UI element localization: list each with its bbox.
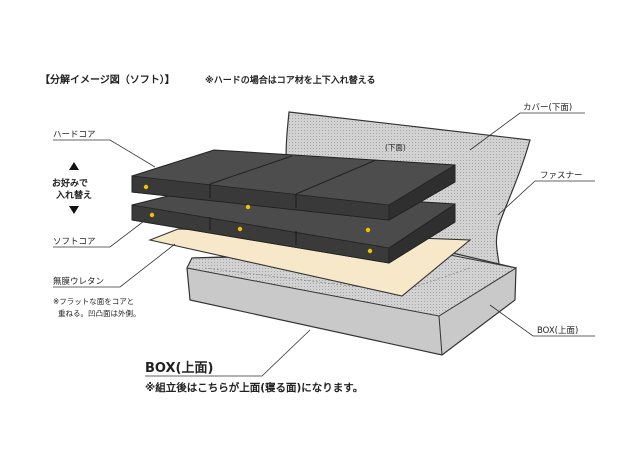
urethane-note-line1: ※フラットな面をコアと: [53, 297, 134, 306]
arrow-up-icon: [69, 162, 79, 170]
box-top-label-right: BOX(上面): [537, 326, 578, 336]
cover-bottom-label: カバー(下面): [523, 103, 572, 113]
soft-core-marker: [367, 248, 373, 254]
soft-core-marker: [149, 212, 155, 218]
soft-core-label: ソフトコア: [53, 237, 96, 247]
hard-core-layer: [131, 149, 456, 221]
diagram-title: 【分解イメージ図（ソフト）】: [40, 73, 175, 86]
zipper-label: ファスナー: [540, 171, 583, 181]
hard-core-label: ハードコア: [53, 130, 96, 140]
box-top-callout: BOX(上面): [145, 361, 213, 376]
hard-core-marker: [245, 204, 251, 210]
header-note: ※ハードの場合はコア材を上下入れ替える: [205, 74, 375, 86]
box-assembly-note: ※組立後はこちらが上面(寝る面)になります。: [145, 381, 363, 394]
soft-core-marker: [237, 226, 243, 232]
urethane-note-line2: 重ねる。凹凸面は外側。: [58, 308, 141, 318]
hard-core-marker: [143, 184, 149, 190]
urethane-label: 無膜ウレタン: [53, 276, 104, 287]
swap-label-line2: 入れ替え: [55, 189, 92, 201]
cover-inner-label: (下面): [385, 143, 406, 152]
arrow-down-icon: [69, 206, 79, 214]
swap-label-line1: お好みで: [52, 177, 88, 189]
hard-core-marker: [365, 227, 371, 233]
